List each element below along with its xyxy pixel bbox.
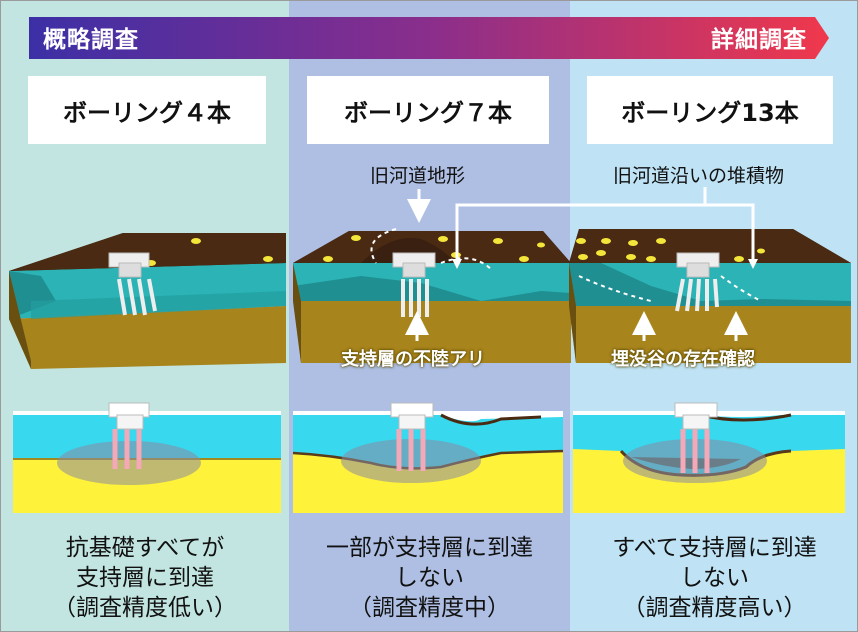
block-diagram-2 — [293, 189, 571, 363]
caption-1: 抗基礎すべてが 支持層に到達 （調査精度低い） — [53, 535, 237, 621]
boring-count-1: ボーリング４本 — [28, 76, 266, 144]
block-diagram-3 — [452, 187, 851, 363]
boring-count-2: ボーリング７本 — [307, 76, 549, 144]
caption-2: 一部が支持層に到達 しない （調査精度中） — [326, 535, 533, 621]
cross-section-2 — [292, 402, 564, 513]
caption-3: すべて支持層に到達 しない （調査精度高い） — [612, 535, 817, 621]
rough-survey-label: 概略調査 — [43, 27, 139, 53]
block-diagram-1 — [9, 233, 286, 369]
cross-section-1 — [13, 402, 281, 513]
uneven-support-layer-label: 支持層の不陸アリ — [341, 349, 485, 370]
cross-section-3 — [573, 402, 845, 513]
boring-count-3: ボーリング13本 — [587, 76, 833, 144]
buried-valley-label: 埋没谷の存在確認 — [611, 349, 755, 370]
old-river-terrain-label: 旧河道地形 — [370, 165, 466, 187]
survey-progress-arrow — [29, 17, 829, 59]
detailed-survey-label: 詳細調査 — [711, 27, 807, 53]
river-deposit-label: 旧河道沿いの堆積物 — [613, 165, 785, 187]
